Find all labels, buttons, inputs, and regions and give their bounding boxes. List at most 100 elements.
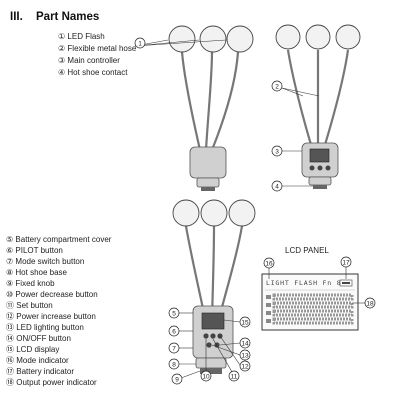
leader-line — [281, 87, 304, 97]
callout-marker — [168, 358, 180, 370]
control-button — [317, 165, 323, 171]
callout-marker — [228, 370, 240, 382]
item-number: ② — [58, 44, 66, 53]
list-item: ⑰ Battery indicator — [6, 366, 74, 377]
callout-number: 6 — [172, 329, 176, 336]
callout-number: 16 — [265, 261, 273, 268]
hot-shoe-contact — [201, 187, 215, 191]
output-power-bar — [272, 317, 354, 325]
item-number: ⑥ — [6, 246, 14, 255]
list-item: ⑤ Battery compartment cover — [6, 234, 111, 245]
callout-marker — [239, 349, 251, 361]
item-number: ⑯ — [6, 356, 14, 365]
item-name: LCD display — [16, 345, 60, 354]
led-flash-head — [335, 24, 361, 50]
hose — [217, 225, 244, 319]
output-power-bar — [272, 301, 354, 309]
section-title: Part Names — [36, 11, 100, 23]
item-number: ⑭ — [6, 334, 14, 343]
hose — [210, 225, 216, 319]
item-name: Set button — [16, 301, 53, 310]
leader-line — [134, 39, 227, 47]
item-number: ⑧ — [6, 268, 14, 277]
callout-marker — [239, 316, 251, 328]
list-item: ① LED Flash — [58, 31, 105, 42]
hot-shoe-base — [308, 176, 332, 186]
item-number: ⑱ — [6, 378, 14, 387]
callout-marker — [168, 325, 180, 337]
battery-indicator — [339, 279, 353, 287]
item-number: ⑪ — [6, 301, 14, 310]
fixed-knob — [195, 357, 227, 369]
list-item: ⑩ Power decrease button — [6, 289, 98, 300]
led-flash-head — [305, 24, 331, 50]
lcd-panel-title: LCD PANEL — [285, 246, 329, 255]
set-button — [210, 333, 216, 339]
leader-line — [219, 335, 241, 366]
leader-line — [219, 342, 241, 346]
callout-marker — [171, 373, 183, 385]
callout-marker — [263, 257, 275, 269]
item-name: Mode switch button — [15, 257, 85, 266]
hot-shoe-contact — [313, 185, 327, 189]
item-number: ① — [58, 32, 66, 41]
item-name: Hot shoe base — [15, 268, 67, 277]
list-item: ⑬ LED lighting button — [6, 322, 84, 333]
callout-marker — [134, 37, 146, 49]
item-number: ④ — [58, 68, 66, 77]
lcd-mode-text: LIGHT FLASH Fn 8 — [266, 279, 341, 287]
hose — [286, 49, 314, 149]
item-name: Main controller — [67, 56, 120, 65]
hose — [210, 51, 240, 151]
item-name: Battery compartment cover — [15, 235, 112, 244]
callout-number: 11 — [231, 374, 238, 381]
item-number: ⑨ — [6, 279, 14, 288]
leader-line — [212, 338, 233, 373]
list-item: ⑧ Hot shoe base — [6, 267, 67, 278]
lcd-display — [201, 312, 225, 330]
callout-number: 10 — [202, 374, 210, 381]
list-item: ⑮ LCD display — [6, 344, 59, 355]
callout-number: 17 — [342, 260, 350, 267]
flash-device-side-view: 1 — [134, 25, 254, 191]
callout-number: 1 — [138, 41, 142, 48]
list-item: ⑦ Mode switch button — [6, 256, 84, 267]
output-power-bar — [272, 309, 354, 317]
item-number: ⑤ — [6, 235, 14, 244]
item-number: ⑦ — [6, 257, 14, 266]
callout-marker — [271, 145, 283, 157]
callout-number: 9 — [175, 377, 179, 384]
lcd-panel-detail: LCD PANEL LIGHT FLASH Fn 8 16 17 18 — [261, 246, 376, 331]
hose — [322, 49, 350, 149]
output-marker — [266, 303, 271, 307]
item-name: PILOT button — [15, 246, 63, 255]
output-marker — [266, 319, 271, 323]
callout-marker — [168, 307, 180, 319]
callout-number: 18 — [366, 301, 374, 308]
item-name: ON/OFF button — [16, 334, 71, 343]
item-name: Output power indicator — [16, 378, 97, 387]
led-flash-head — [172, 199, 200, 227]
list-item: ⑥ PILOT button — [6, 245, 63, 256]
callout-marker — [340, 256, 352, 268]
list-item: ⑪ Set button — [6, 300, 53, 311]
callout-marker — [239, 360, 251, 372]
leader-line — [281, 87, 320, 97]
item-name: Fixed knob — [15, 279, 55, 288]
callout-marker — [364, 297, 376, 309]
item-name: Power decrease button — [15, 290, 98, 299]
callout-number: 13 — [241, 353, 249, 360]
led-flash-head — [275, 24, 301, 50]
callout-number: 2 — [275, 84, 279, 91]
list-item: ⑯ Mode indicator — [6, 355, 69, 366]
callout-number: 4 — [275, 184, 279, 191]
hot-shoe-base — [196, 177, 220, 188]
item-name: Power increase button — [16, 312, 96, 321]
callout-number: 5 — [172, 311, 176, 318]
item-number: ⑫ — [6, 312, 14, 321]
output-marker — [266, 311, 271, 315]
list-item: ⑨ Fixed knob — [6, 278, 55, 289]
callout-number: 7 — [172, 346, 176, 353]
